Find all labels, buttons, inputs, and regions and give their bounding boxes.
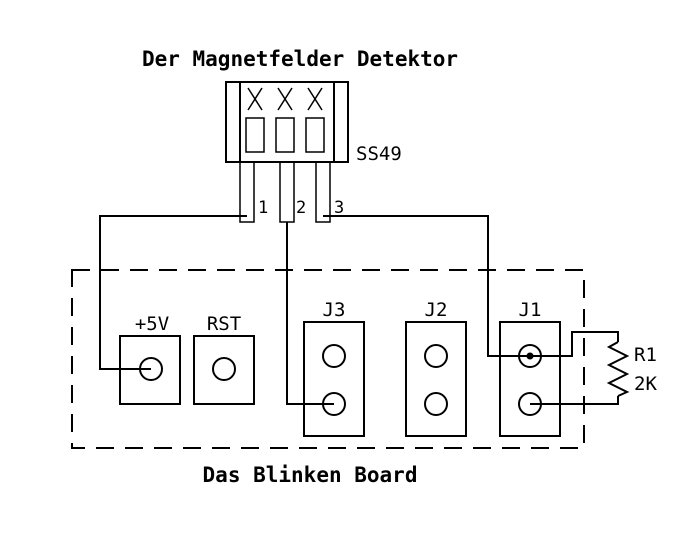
sensor-x-marks [247, 87, 323, 111]
sensor-pin-1 [239, 161, 255, 223]
j2-connector [405, 321, 467, 437]
resistor-value: 2K [634, 373, 657, 395]
j1-label: J1 [519, 299, 542, 321]
j3-label: J3 [323, 299, 346, 321]
power-label: +5V [135, 313, 169, 335]
reset-connector [193, 335, 255, 405]
wires [99, 215, 619, 405]
sensor-part-label: SS49 [356, 143, 402, 165]
hall-sensor [225, 81, 349, 223]
board-outline [71, 269, 585, 449]
resistor-ref: R1 [634, 344, 657, 366]
board-label: Das Blinken Board [203, 463, 418, 487]
sensor-pin-3 [315, 161, 331, 223]
sensor-pin-1-label: 1 [258, 198, 268, 218]
diagram-title: Der Magnetfelder Detektor [142, 47, 458, 71]
reset-label: RST [207, 313, 241, 335]
resistor-r1 [606, 341, 630, 397]
sensor-pin-3-label: 3 [334, 198, 344, 218]
j2-label: J2 [425, 299, 448, 321]
sensor-pin-2-label: 2 [296, 198, 306, 218]
